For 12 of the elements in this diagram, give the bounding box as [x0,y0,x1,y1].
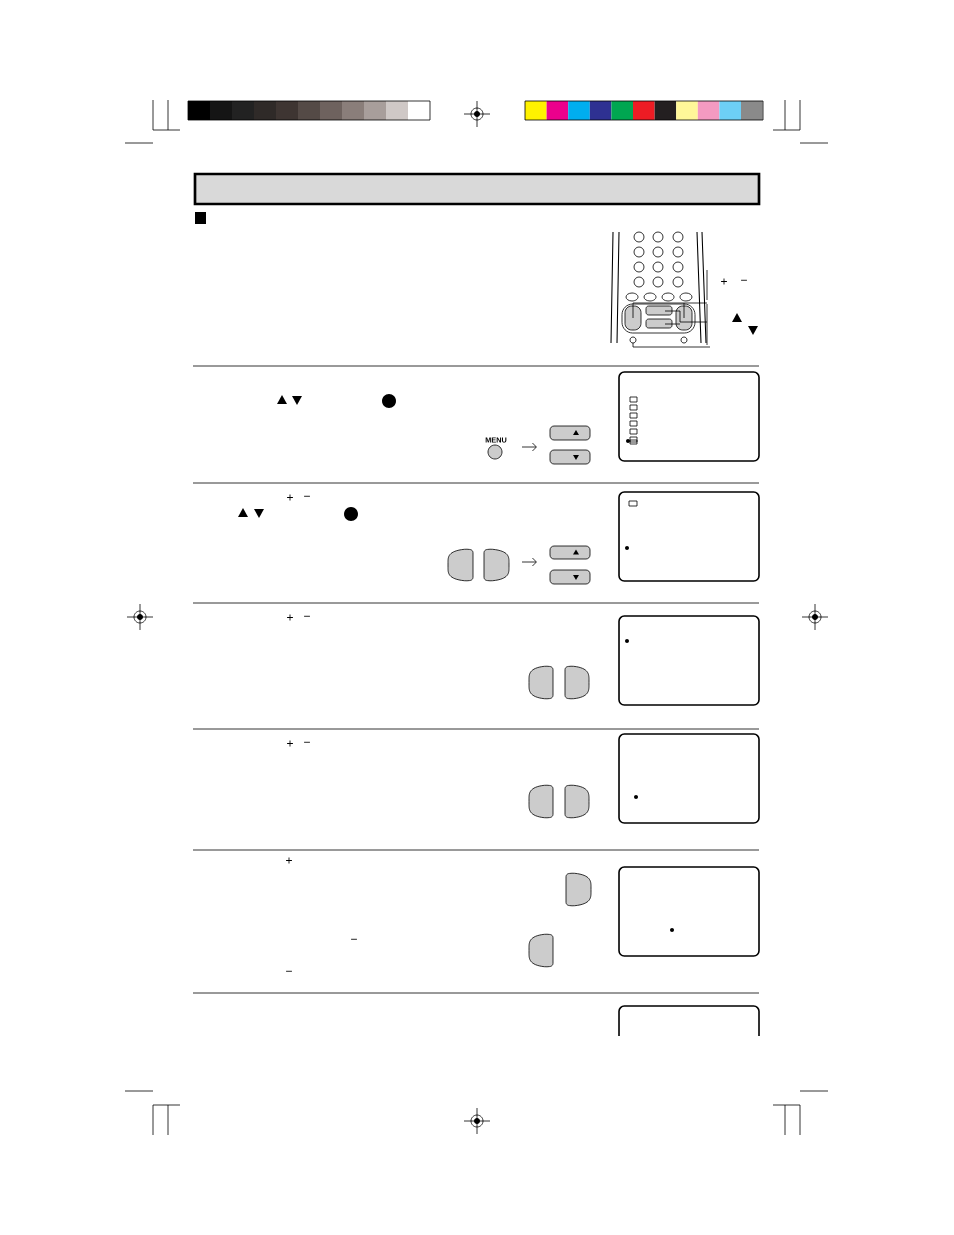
sign-label: + [287,614,293,621]
sign-label: + [286,857,292,864]
sign-label: − [351,938,357,940]
sign-label: − [304,741,310,743]
sign-label: − [304,615,310,617]
sign-label: + [287,740,293,747]
title-bar [193,172,761,206]
sign-label: + [287,494,293,501]
sign-label: − [286,970,292,972]
sign-label: − [741,279,747,281]
sign-label: + [721,278,727,285]
sign-label: − [304,495,310,497]
